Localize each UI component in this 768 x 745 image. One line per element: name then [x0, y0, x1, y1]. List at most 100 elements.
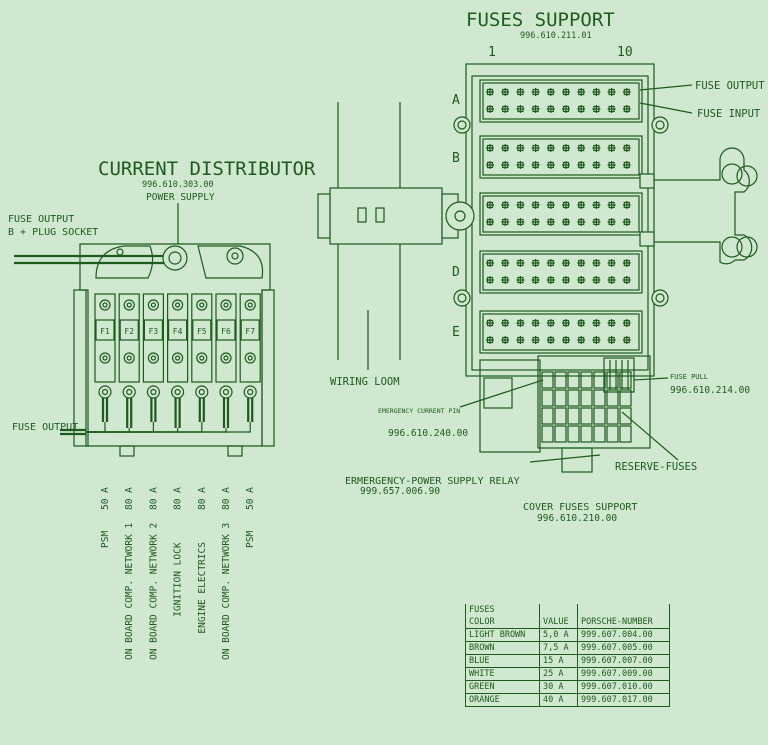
fuse-pull-tool [603, 357, 635, 393]
fuse-slot-icon [501, 144, 510, 152]
power-supply-label: POWER SUPPLY [146, 192, 215, 203]
current-distributor: CURRENT DISTRIBUTOR 996.610.303.00 POWER… [8, 158, 316, 660]
row-label-a: A [452, 93, 460, 108]
fuse-slot-icon [592, 319, 601, 327]
fuse-slot-icon [516, 276, 525, 284]
row-label-b: B [452, 151, 460, 166]
fuse-amps-label: 50 A [100, 487, 111, 510]
fuse-slot-icon [592, 218, 601, 226]
fuse-slot-icon [622, 319, 631, 327]
reserve-fuses-grid [537, 355, 651, 449]
fuse-slot-icon [501, 161, 510, 169]
fuse-slot-icon [546, 259, 555, 267]
fuse-color-cell: LIGHT BROWN [465, 628, 540, 642]
fuse-table-header-color: COLOR [465, 616, 540, 629]
distributor-fuse-f4: F4 [86, 293, 189, 433]
reserve-fuse-slot [580, 389, 593, 407]
fuse-slot-icon [622, 105, 631, 113]
reserve-fuse-slot [567, 371, 580, 389]
fuse-slot-icon [486, 144, 494, 152]
fuse-slot-icon [562, 319, 570, 327]
fuse-circuit-label: IGNITION LOCK [173, 542, 184, 617]
fuse-slot-icon [546, 88, 555, 96]
fuse-slot-icon [486, 276, 494, 284]
fuse-slot-icon [546, 276, 555, 284]
reserve-fuse-slot [567, 389, 580, 407]
fuse-circuit-label: ENGINE ELECTRICS [197, 542, 208, 634]
fuse-table-title: FUSES [465, 604, 540, 616]
fuse-slot-icon [592, 201, 601, 209]
fuse-slot-icon [562, 336, 570, 344]
fuse-slot-icon [531, 259, 540, 267]
fuse-slot-icon [577, 259, 586, 267]
fuse-output-top-label: FUSE OUTPUT [8, 214, 74, 225]
fuse-slot-icon [607, 319, 616, 327]
reserve-fuse-slot [567, 407, 580, 425]
reserve-fuse-slot [580, 407, 593, 425]
column-label-last: 10 [617, 45, 633, 60]
fuse-slot-icon [577, 161, 586, 169]
reserve-fuse-slot [580, 425, 593, 443]
fuse-number-cell: 999.607.010.00 [577, 680, 670, 694]
loom-connector [329, 187, 443, 245]
reserve-fuse-slot [606, 371, 619, 389]
reserve-fuse-slot [593, 407, 606, 425]
reserve-fuse-slot [541, 389, 554, 407]
reserve-fuse-slot [593, 371, 606, 389]
distributor-part: 996.610.303.00 [142, 180, 214, 190]
distributor-fuse-f3: F3 [86, 293, 164, 433]
fuse-slot-icon [622, 144, 631, 152]
fuses-support-title: FUSES SUPPORT [466, 9, 615, 31]
fuse-slot-icon [486, 319, 494, 327]
fuse-slot-icon [562, 144, 570, 152]
fuse-value-cell: 25 A [538, 667, 579, 681]
fuse-slot-icon [592, 259, 601, 267]
fuse-slot-icon [592, 336, 601, 344]
fuse-amps-label: 50 A [245, 487, 256, 510]
reserve-fuse-slot [541, 407, 554, 425]
fuse-slot-icon [562, 105, 570, 113]
fuse-row-block [479, 310, 643, 354]
fuse-slot-icon [577, 201, 586, 209]
fuse-rows [479, 79, 643, 354]
fuse-id-label: F1 [100, 327, 110, 336]
fuse-slot-icon [607, 144, 616, 152]
fuse-amps-label: 80 A [173, 487, 184, 510]
fuse-slot-icon [531, 336, 540, 344]
reserve-fuse-slot [554, 371, 567, 389]
fuse-slot-icon [531, 319, 540, 327]
fuse-slot-icon [486, 201, 494, 209]
relay-slot [479, 359, 541, 453]
fuse-color-cell: WHITE [465, 667, 540, 681]
fuse-slot-icon [577, 276, 586, 284]
fuse-amps-label: 80 A [197, 487, 208, 510]
fuse-number-cell: 999.607.007.00 [577, 654, 670, 668]
emergency-pin-part: 996.610.240.00 [388, 428, 468, 439]
fuse-slot-icon [486, 218, 494, 226]
mount-ear-icon [651, 289, 669, 307]
fuse-circuit-label: ON BOARD COMP. NETWORK 1 [124, 522, 135, 660]
fuse-output-label: FUSE OUTPUT [695, 80, 765, 92]
fuse-slot-icon [562, 161, 570, 169]
fuse-row-block [479, 135, 643, 179]
reserve-fuse-slot [619, 407, 632, 425]
cover-part: 996.610.210.00 [537, 513, 617, 524]
reserve-fuse-slot [580, 371, 593, 389]
fuse-slot-icon [516, 201, 525, 209]
fuse-slot-icon [546, 218, 555, 226]
fuse-slot-icon [577, 88, 586, 96]
reserve-fuse-slot [619, 371, 632, 389]
fuse-slot-icon [562, 218, 570, 226]
fuse-input-label: FUSE INPUT [697, 108, 761, 120]
fuse-slot-icon [607, 105, 616, 113]
distributor-fuse-f7: F7 [86, 293, 261, 433]
distributor-fuse-f1: F1 [86, 293, 116, 433]
reserve-fuse-slot [554, 407, 567, 425]
fuse-slot-icon [607, 336, 616, 344]
fuse-slot-icon [486, 105, 494, 113]
